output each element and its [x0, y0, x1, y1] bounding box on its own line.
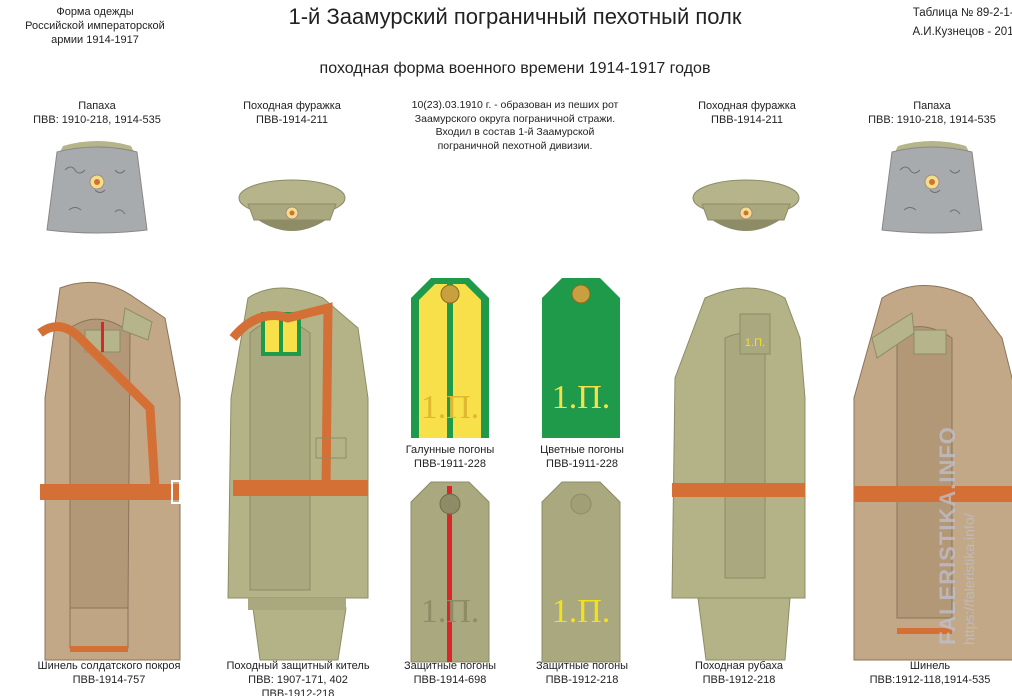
item-code: ПВВ-1914-211 — [711, 114, 783, 126]
item-name: Цветные погоны — [540, 444, 624, 456]
protective-shoulder-board-red: 1.П. — [410, 481, 490, 663]
item-name: Походная рубаха — [694, 660, 784, 672]
info-line: Заамурского округа пограничной стражи. — [414, 112, 616, 125]
header-left-line: Российской императорской — [25, 20, 165, 32]
watermark-url: https://faleristika.info/ — [961, 513, 977, 645]
header-left-line: армии 1914-1917 — [51, 34, 139, 46]
author: А.И.Кузнецов - 2019 — [912, 26, 1012, 38]
papakha-right-image — [881, 141, 983, 234]
item-name: Походная фуражка — [243, 100, 341, 112]
item-code: ПВВ:1912-118,1914-535 — [869, 674, 991, 686]
item-code: ПВВ-1914-211 — [256, 114, 328, 126]
item-name: Папаха — [78, 100, 116, 112]
field-shirt-image: 1.П. — [671, 287, 806, 661]
item-name: Защитные погоны — [535, 660, 629, 672]
watermark: FALERISTIKA.INFO https://faleristika.inf… — [935, 426, 977, 645]
table-number: Таблица № 89-2-1-1 — [912, 7, 1012, 19]
item-code: ПВВ-1914-698 — [413, 674, 487, 686]
info-line: пограничной пехотной дивизии. — [437, 139, 593, 152]
tunic-image — [227, 287, 369, 661]
item-name: Шинель солдатского покроя — [37, 660, 181, 672]
board-cipher: 1.П. — [421, 389, 480, 426]
watermark-brand: FALERISTIKA.INFO — [935, 426, 960, 645]
header-right: Таблица № 89-2-1-1 А.И.Кузнецов - 2019 — [900, 4, 1012, 42]
header-left-line: Форма одежды — [56, 6, 134, 18]
item-name: Походный защитный китель — [226, 660, 370, 672]
item-code: ПВВ: 1910-218, 1914-535 — [868, 114, 996, 126]
item-name: Походная фуражка — [698, 100, 796, 112]
cap-left-image — [238, 179, 346, 231]
item-code: ПВВ: 1907-171, 402 — [248, 674, 348, 686]
board-cipher: 1.П. — [421, 593, 480, 630]
board-cipher: 1.П. — [745, 337, 765, 349]
greatcoat-left-image — [37, 281, 181, 661]
item-name: Галунные погоны — [405, 444, 495, 456]
subtitle: походная форма военного времени 1914-191… — [319, 60, 711, 77]
item-code: ПВВ: 1910-218, 1914-535 — [33, 114, 161, 126]
header-left: Форма одежды Российской императорской ар… — [25, 5, 165, 47]
protective-shoulder-board: 1.П. — [541, 481, 621, 663]
greatcoat-right-image — [853, 285, 1012, 661]
regiment-info: 10(23).03.1910 г. - образован из пеших р… — [385, 99, 645, 153]
info-line: 10(23).03.1910 г. - образован из пеших р… — [411, 99, 619, 111]
papakha-left-image — [46, 141, 148, 234]
item-name: Защитные погоны — [403, 660, 497, 672]
item-code: ПВВ-1912-218 — [702, 674, 776, 686]
colored-shoulder-board: 1.П. — [542, 278, 620, 438]
item-code: ПВВ-1911-228 — [546, 458, 618, 470]
item-code: ПВВ-1912-218 — [261, 688, 335, 696]
item-code: ПВВ-1914-757 — [72, 674, 146, 686]
item-code: ПВВ-1912-218 — [545, 674, 619, 686]
info-line: Входил в состав 1-й Заамурской — [435, 126, 595, 138]
galloon-shoulder-board: 1.П. — [411, 278, 489, 438]
board-cipher: 1.П. — [552, 593, 611, 630]
item-code: ПВВ-1911-228 — [414, 458, 486, 470]
cap-right-image — [692, 179, 800, 231]
item-name: Папаха — [913, 100, 951, 112]
item-name: Шинель — [909, 660, 951, 672]
board-cipher: 1.П. — [552, 379, 611, 416]
page-title: 1-й Заамурский пограничный пехотный полк — [288, 4, 742, 29]
